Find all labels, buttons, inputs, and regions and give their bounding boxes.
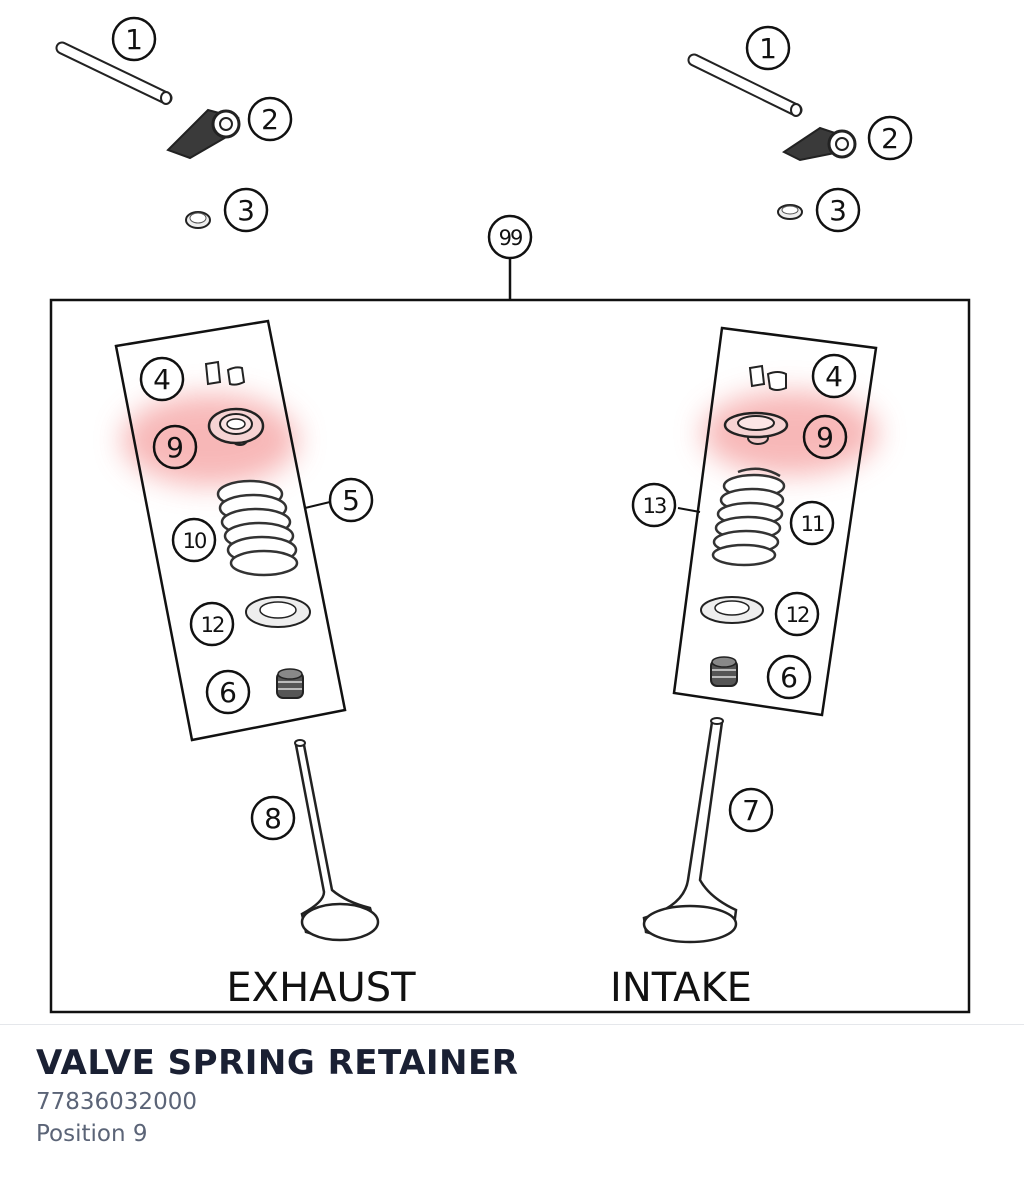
callout-99[interactable]: 99 [487,214,533,260]
svg-text:8: 8 [264,802,282,835]
callout-12-left[interactable]: 12 [189,601,235,647]
svg-text:12: 12 [786,603,809,627]
svg-text:7: 7 [742,794,760,827]
exhaust-kit-box [114,319,347,742]
exhaust-valve[interactable] [294,739,380,942]
svg-text:10: 10 [183,529,206,553]
svg-text:5: 5 [342,484,360,517]
svg-text:4: 4 [825,360,843,393]
svg-text:12: 12 [201,613,224,637]
part-info: VALVE SPRING RETAINER 77836032000 Positi… [36,1040,518,1150]
callout-9-right[interactable]: 9 [802,414,848,460]
rocker-arm-left[interactable] [166,108,241,160]
svg-text:13: 13 [643,494,666,518]
valve-spring-exhaust[interactable] [216,479,299,577]
callout-3-right[interactable]: 3 [815,187,861,233]
rocker-shaft-right[interactable] [687,53,803,117]
svg-text:1: 1 [125,23,143,56]
svg-text:9: 9 [816,421,834,454]
svg-text:6: 6 [219,676,237,709]
svg-text:1: 1 [759,32,777,65]
svg-text:11: 11 [801,512,824,536]
valve-spring-retainer-exhaust[interactable] [207,407,265,446]
callout-13[interactable]: 13 [631,482,677,528]
spring-seat-intake[interactable] [700,596,764,624]
part-number: 77836032000 [36,1089,197,1115]
valve-spring-retainer-intake[interactable] [723,411,789,445]
svg-text:4: 4 [153,363,171,396]
callout-10[interactable]: 10 [171,517,217,563]
intake-kit-leader [677,507,701,513]
callout-6-left[interactable]: 6 [205,669,251,715]
valve-stem-seal-exhaust[interactable] [276,668,304,699]
valve-keepers-intake[interactable] [748,364,787,391]
callout-11[interactable]: 11 [789,500,835,546]
exhaust-kit-leader [304,501,331,509]
callout-1-left[interactable]: 1 [111,16,157,62]
spring-seat-exhaust[interactable] [245,596,311,628]
svg-text:2: 2 [261,103,279,136]
callout-9-left[interactable]: 9 [152,424,198,470]
svg-text:2: 2 [881,122,899,155]
callout-7[interactable]: 7 [728,787,774,833]
exhaust-label: EXHAUST [226,965,416,1011]
part-title: VALVE SPRING RETAINER [36,1043,519,1083]
svg-text:9: 9 [166,431,184,464]
callout-5[interactable]: 5 [328,477,374,523]
callout-6-right[interactable]: 6 [766,654,812,700]
intake-label: INTAKE [610,965,752,1011]
callout-3-left[interactable]: 3 [223,187,269,233]
callout-8[interactable]: 8 [250,795,296,841]
svg-text:99: 99 [499,226,522,250]
svg-text:6: 6 [780,661,798,694]
parts-diagram: 1 2 3 1 2 3 99 4 9 5 10 12 [49,16,971,1014]
divider [0,1024,1024,1025]
svg-text:3: 3 [237,194,255,227]
shim-left[interactable] [185,211,211,229]
callout-2-right[interactable]: 2 [867,115,913,161]
intake-valve[interactable] [642,717,738,944]
part-position: Position 9 [36,1121,148,1147]
valve-keepers-exhaust[interactable] [204,360,246,386]
assembly-box [49,298,971,1014]
callout-2-left[interactable]: 2 [247,96,293,142]
callout-12-right[interactable]: 12 [774,591,820,637]
rocker-shaft-left[interactable] [55,41,173,105]
rocker-arm-right[interactable] [782,126,857,162]
svg-text:3: 3 [829,194,847,227]
callout-4-right[interactable]: 4 [811,353,857,399]
highlight-glow-intake [702,391,878,475]
valve-stem-seal-intake[interactable] [710,656,738,687]
callout-4-left[interactable]: 4 [139,356,185,402]
callout-1-right[interactable]: 1 [745,25,791,71]
intake-kit-box [672,326,878,717]
valve-spring-intake[interactable] [711,467,786,567]
shim-right[interactable] [777,204,803,220]
highlight-glow-exhaust [122,394,298,486]
